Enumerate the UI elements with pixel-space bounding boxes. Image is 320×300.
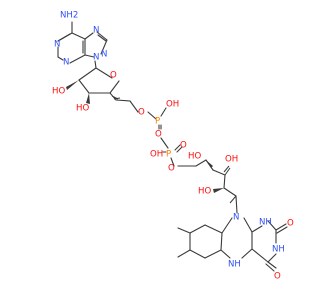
atom-labels: NH2 N N N N N O HO HO O P OH O OH P O O … [52, 11, 294, 282]
purine-n3-label: N [63, 58, 69, 68]
flavin-n5-label: NH [228, 260, 241, 270]
ribose-ring [66, 67, 157, 120]
phosphate-ester-oxygen-1-label: O [138, 108, 145, 118]
phosphorus-2-label: P [166, 150, 171, 160]
structure-svg: NH2 N N N N N O HO HO O P OH O OH P O O … [52, 11, 294, 282]
amino-group-label: NH2 [60, 11, 78, 21]
flavin-n3-label: NH [272, 245, 285, 255]
purine-n9-label: N [93, 53, 99, 63]
ribityl-hydroxyl-3-label: HO [198, 187, 211, 197]
flavin-n1-label: NH [259, 218, 272, 228]
ribose-ring-oxygen-label: O [110, 71, 117, 81]
phosphorus-1-label: P [155, 117, 160, 127]
diphosphate-group [158, 107, 188, 167]
purine-n-label: N [101, 50, 107, 60]
phosphate-2-hydroxyl-label: OH [150, 150, 163, 160]
isoalloxazine-ring-system [177, 217, 288, 272]
ribityl-chain [186, 159, 238, 214]
phosphate-1-hydroxyl-label: OH [166, 100, 179, 110]
purine-n1-label: N [54, 40, 60, 50]
molecule-structure-diagram: NH2 N N N N N O HO HO O P OH O OH P O O … [52, 11, 294, 282]
flavin-c4-oxo-label: O [274, 272, 281, 282]
ribityl-hydroxyl-2-label: OH [225, 155, 238, 165]
adenine-group [57, 21, 108, 69]
ribose-3-hydroxyl-label: HO [52, 87, 65, 97]
flavin-n10-label: N [233, 213, 239, 223]
ribityl-hydroxyl-1-label: HO [188, 152, 201, 162]
flavin-c2-oxo-label: O [287, 219, 294, 229]
purine-n7-label: N [93, 26, 99, 36]
phosphate-1-oxo-label: O [155, 130, 162, 140]
ribose-2-hydroxyl-label: HO [76, 104, 89, 114]
phosphate-ester-oxygen-2-label: O [168, 164, 175, 174]
phosphate-2-oxo-label: O [180, 141, 187, 151]
